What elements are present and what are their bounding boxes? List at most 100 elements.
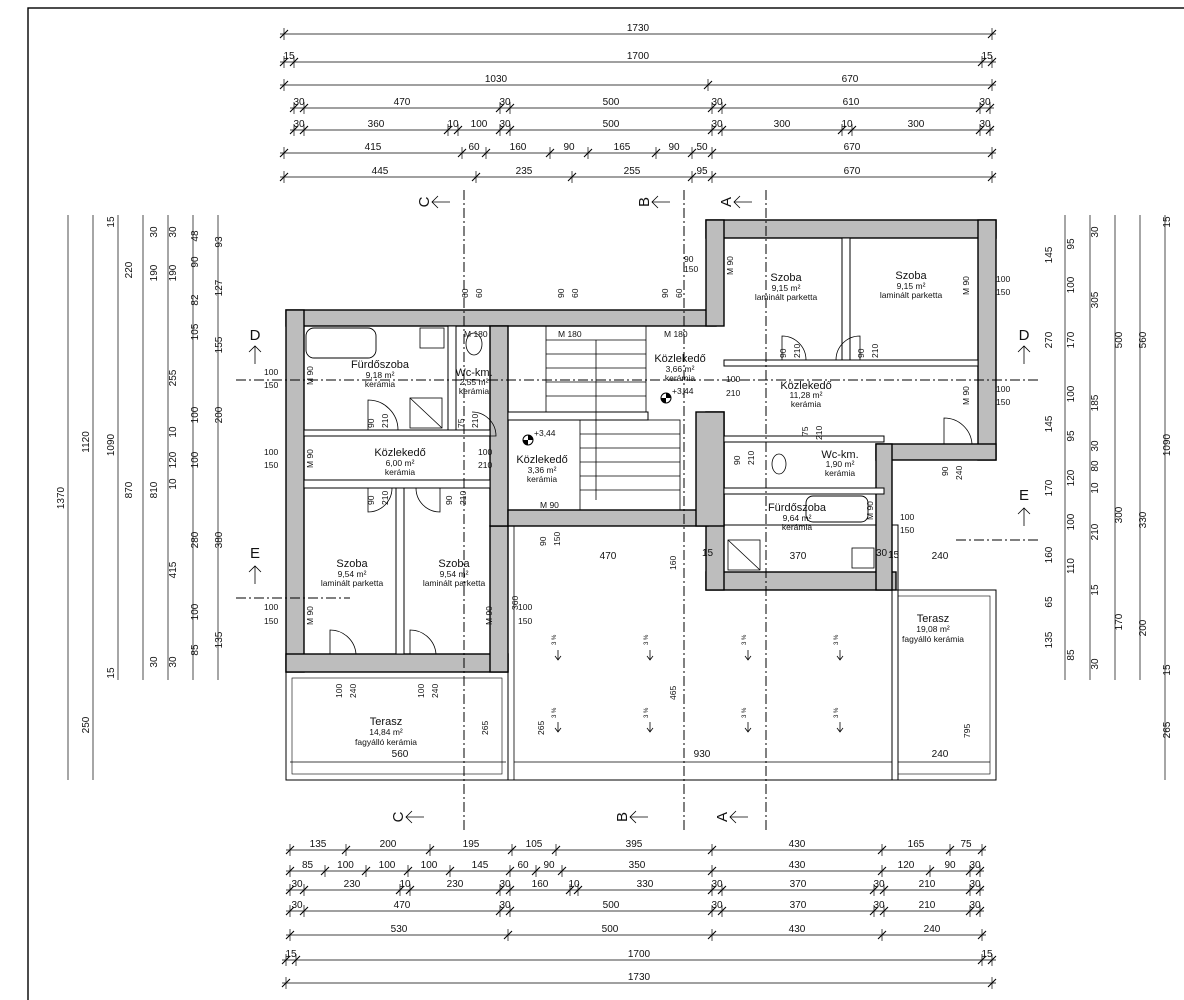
level-markers: +3,44 +3,44	[522, 386, 694, 446]
dim-label: 90	[444, 495, 454, 505]
dim-label: 150	[264, 380, 278, 390]
dim-top-1-2: 15	[981, 51, 993, 62]
dim-left-30a: 30	[149, 226, 160, 238]
room-floor: laminált parketta	[423, 578, 486, 588]
dim-left-15a: 15	[106, 216, 117, 228]
room-hall-3: Közlekedő 6,00 m² kerámia	[374, 447, 425, 477]
room-area: 3,66 m²	[666, 364, 695, 374]
slope-label: 3 %	[742, 707, 748, 718]
dim-top-4-1: 360	[368, 119, 385, 130]
door-swing	[943, 417, 973, 445]
dim-label: 210	[792, 344, 802, 358]
dim-label: 160	[668, 556, 678, 570]
dim-right-330: 330	[1138, 511, 1149, 528]
dim-left-190b: 190	[168, 264, 179, 281]
opening-label: M 180	[664, 329, 688, 339]
door-swing	[781, 335, 807, 361]
slope-label: 3 %	[644, 634, 650, 645]
room-floor: laminált parketta	[880, 290, 943, 300]
slope-label: 3 %	[552, 634, 558, 645]
room-floor: kerámia	[782, 522, 813, 532]
dim-label: 360	[510, 596, 520, 610]
dim-bottom-1-3: 100	[421, 860, 438, 871]
dim-top-4-0: 30	[293, 119, 305, 130]
door-swing	[409, 629, 437, 655]
room-floor: kerámia	[459, 386, 490, 396]
dim-top-5-7: 670	[844, 142, 861, 153]
dim-label: 210	[380, 491, 390, 505]
dim-left-30c: 30	[149, 656, 160, 668]
room-name: Közlekedő	[374, 447, 425, 459]
bathtub-icon	[805, 495, 869, 523]
dim-label: 100	[996, 274, 1010, 284]
room-hall-1: Közlekedő 3,66 m² kerámia	[654, 353, 705, 383]
dim-top-6-0: 445	[372, 166, 389, 177]
room-floor: kerámia	[825, 468, 856, 478]
dim-right-170c: 170	[1114, 613, 1125, 630]
dim-label: 240	[348, 684, 358, 698]
dim-left-100a: 100	[190, 406, 201, 423]
dim-left-1120: 1120	[81, 431, 92, 453]
dim-right-500: 500	[1114, 331, 1125, 348]
dim-left-380: 380	[214, 531, 225, 548]
dim-bottom-2-5: 160	[532, 879, 549, 890]
dim-bottom-2-4: 30	[499, 879, 511, 890]
slope-label: 3 %	[644, 707, 650, 718]
dim-bottom-1-9: 120	[898, 860, 915, 871]
dim-top-4-6: 30	[711, 119, 723, 130]
room-name: Wc-km.	[455, 367, 492, 379]
dim-bottom-2-8: 30	[711, 879, 723, 890]
room-floor: kerámia	[791, 399, 822, 409]
dim-label: 75	[456, 418, 466, 428]
doors	[329, 335, 973, 655]
dim-bottom-1-0: 85	[302, 860, 314, 871]
room-wc-2: Wc-km. 1,90 m² kerámia	[821, 449, 858, 478]
dim-bottom-0-5: 430	[789, 839, 806, 850]
dim-label: 100	[518, 602, 532, 612]
section-b-bottom: B	[614, 812, 631, 822]
sink-icon	[419, 327, 445, 349]
dim-top-1-1: 1700	[627, 51, 650, 62]
room-name: Szoba	[895, 270, 927, 282]
room-floor: kerámia	[527, 474, 558, 484]
dim-bottom-2-1: 230	[344, 879, 361, 890]
dim-label: 210	[478, 460, 492, 470]
dim-label: 560	[392, 749, 409, 760]
dim-top-6-3: 95	[696, 166, 708, 177]
room-hall-4: Közlekedő 3,36 m² kerámia	[516, 454, 567, 484]
dim-top-2-0: 1030	[485, 74, 508, 85]
dim-top-5-4: 165	[614, 142, 631, 153]
dim-label: 90	[366, 418, 376, 428]
dim-right-110: 110	[1066, 558, 1077, 574]
dim-left-415: 415	[168, 561, 179, 578]
dim-bottom-2-2: 10	[399, 879, 411, 890]
dim-label: 470	[600, 551, 617, 562]
dim-label: 60	[474, 288, 484, 298]
dim-bottom-4-1: 500	[602, 924, 619, 935]
dim-bottom-3-3: 500	[603, 900, 620, 911]
dim-bottom-1-1: 100	[337, 860, 354, 871]
dim-label: 265	[480, 721, 490, 735]
right-dimension-chains: 145 95 30 100 305 270 170 500 560 1090 1…	[1044, 215, 1173, 780]
dim-top-5-5: 90	[668, 142, 680, 153]
dim-label: 210	[458, 491, 468, 505]
fixtures	[305, 327, 875, 571]
dim-right-145a: 145	[1044, 246, 1055, 263]
dim-top-4-2: 10	[447, 119, 459, 130]
dim-top-5-1: 60	[468, 142, 480, 153]
room-bathroom-1: Fürdőszoba 9,18 m² kerámia	[351, 359, 410, 389]
dim-label: 100	[900, 512, 914, 522]
dim-left-105: 105	[190, 323, 201, 340]
dim-label: 150	[552, 532, 562, 546]
dim-label: 240	[430, 684, 440, 698]
dim-bottom-3-8: 30	[969, 900, 981, 911]
room-area: 11,28 m²	[790, 390, 823, 400]
dim-label: 210	[746, 451, 756, 465]
dim-label: 100	[264, 447, 278, 457]
dim-label: 90	[684, 254, 694, 264]
dim-bottom-2-3: 230	[447, 879, 464, 890]
dim-top-2-1: 670	[842, 74, 859, 85]
dim-bottom-0-6: 165	[908, 839, 925, 850]
dim-bottom-0-1: 200	[380, 839, 397, 850]
